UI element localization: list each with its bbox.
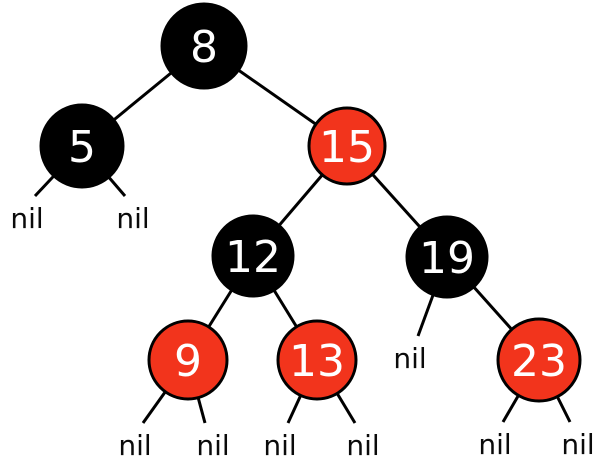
tree-node-5-value: 5: [68, 122, 96, 173]
tree-node-23-value: 23: [511, 336, 567, 387]
tree-node-13-circle: [276, 319, 358, 401]
tree-node-19-value: 19: [419, 233, 475, 284]
tree-node-9-circle: [147, 319, 229, 401]
tree-node-19-circle: [405, 215, 489, 299]
tree-node-8-circle: [160, 2, 248, 90]
nil-13-right-label: nil: [346, 429, 379, 462]
nil-13-left-label: nil: [263, 429, 296, 462]
tree-node-23-circle: [496, 317, 582, 403]
nil-19-left-label: nil: [393, 342, 426, 375]
nil-9-left-label: nil: [118, 429, 151, 462]
tree-node-8-value: 8: [190, 22, 218, 73]
nil-5-right-label: nil: [116, 202, 149, 235]
nil-23-right-label: nil: [561, 428, 594, 461]
tree-node-12-circle: [211, 214, 295, 298]
tree-node-5-circle: [39, 103, 125, 189]
tree-node-12-value: 12: [225, 232, 281, 283]
tree-node-13-value: 13: [289, 336, 345, 387]
tree-node-9-value: 9: [174, 336, 202, 387]
nil-9-right-label: nil: [196, 429, 229, 462]
tree-node-15-circle: [307, 106, 387, 186]
nil-23-left-label: nil: [478, 428, 511, 461]
tree-node-15-value: 15: [319, 122, 375, 173]
nil-5-left-label: nil: [10, 202, 43, 235]
